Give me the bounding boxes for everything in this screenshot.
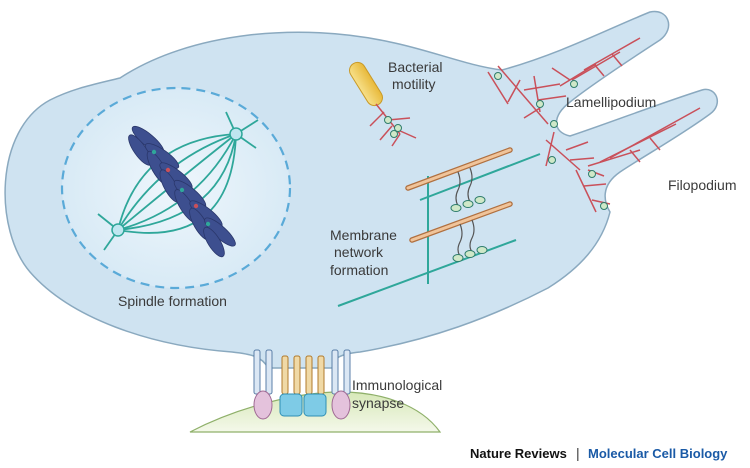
membrane-tubules: [405, 147, 513, 243]
receptor-center-left: [279, 355, 303, 417]
label-filopodium: Filopodium: [668, 177, 736, 193]
spindle-pole-right: [229, 127, 243, 141]
actin-network: [487, 37, 701, 213]
credit-journal: Nature Reviews: [470, 446, 567, 461]
credit-separator: |: [576, 445, 580, 461]
label-immunological-synapse-line2: synapse: [352, 395, 404, 411]
label-lamellipodium: Lamellipodium: [566, 94, 656, 110]
label-bacterial-motility-line1: Bacterial: [388, 59, 442, 75]
label-bacterial-motility-line2: motility: [392, 76, 436, 92]
receptor-left-pair: [253, 349, 273, 420]
receptor-center-right: [303, 355, 327, 417]
label-immunological-synapse-line1: Immunological: [352, 377, 442, 393]
motor-protein-heads: [450, 196, 488, 262]
label-spindle-formation: Spindle formation: [118, 293, 227, 309]
actin-arp-complexes: [494, 72, 608, 210]
credit-section: Molecular Cell Biology: [588, 446, 728, 461]
bacterium: [349, 61, 383, 107]
motor-protein-linkers: [455, 167, 475, 257]
bacterial-arp-complexes: [384, 116, 402, 138]
synapse-receptors: [253, 349, 351, 420]
label-membrane-network-line2: network: [334, 244, 384, 260]
label-membrane-network-line3: formation: [330, 262, 388, 278]
chromosomes: [128, 125, 236, 258]
label-membrane-network-line1: Membrane: [330, 227, 397, 243]
kinetochore-dots: [151, 149, 211, 227]
receptor-right-pair: [331, 349, 351, 420]
spindle-pole-left: [111, 223, 125, 237]
